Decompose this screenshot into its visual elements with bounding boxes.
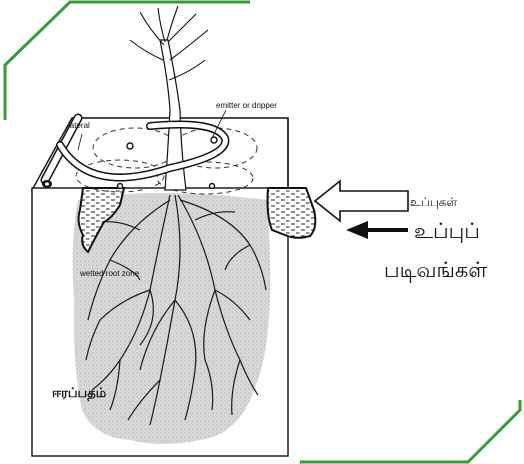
salt-label-line1: உப்புப் (414, 219, 480, 243)
salt-deposit-right (268, 188, 316, 238)
wetted-root-zone-label: wetted root zone (79, 269, 140, 278)
frame-corner-top-left (5, 2, 250, 120)
moisture-label: ஈரப்பதம் (52, 386, 107, 401)
lateral-label: lateral (68, 121, 90, 130)
salt-label-line2: படிவங்கள் (384, 258, 487, 283)
emitter-label: emitter or dripper (216, 101, 277, 110)
frame-corner-bottom-right (300, 400, 520, 462)
salt-pointer-arrow (315, 181, 408, 221)
salt-old-label: உப்புகள் (410, 195, 457, 209)
salt-label-arrow (346, 221, 408, 239)
